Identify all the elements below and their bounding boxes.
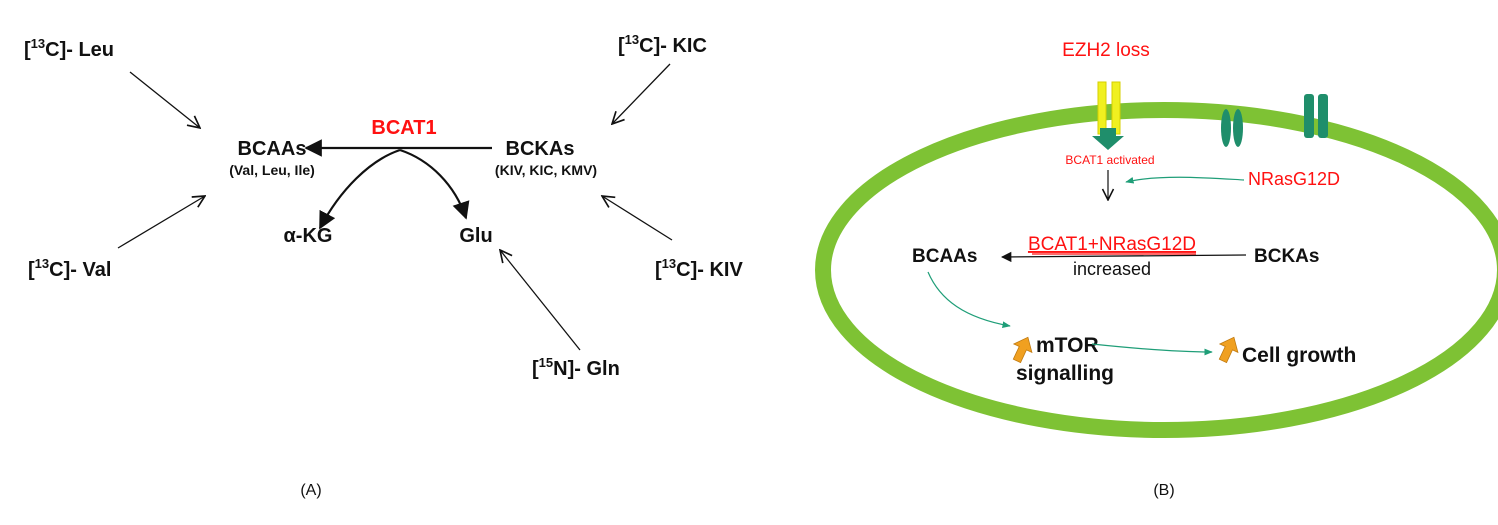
ezh2-loss-label: EZH2 loss — [1062, 40, 1150, 61]
arrow-leu — [129, 71, 200, 128]
metabolite-bcaas: BCAAs — [238, 138, 307, 160]
arrow-curve-akg — [319, 148, 401, 230]
combo-label: BCAT1+NRasG12D — [1028, 234, 1196, 255]
arrow-kiv — [602, 196, 673, 241]
metabolite-glu: Glu — [459, 225, 492, 247]
tracer-leu-sup: 13 — [31, 36, 45, 51]
nras-label: NRasG12D — [1248, 169, 1340, 189]
b-reaction-arrow — [1000, 251, 1247, 263]
increased-label: increased — [1073, 259, 1151, 279]
ezh2-down-arrow — [1092, 128, 1124, 150]
mtor-to-growth-arrow — [1091, 343, 1213, 356]
tracer-kic: [13C]- KIC — [618, 32, 707, 57]
mtor-label-line1: mTOR — [1036, 334, 1099, 357]
metabolite-bcaas-sub: (Val, Leu, Ile) — [229, 162, 315, 178]
arrow-val — [117, 196, 205, 249]
panel-a-label: (A) — [300, 482, 321, 499]
panel-b: EZH2 loss BCAT1 activated NRasG12D BCAAs… — [815, 40, 1498, 499]
nras-arrow — [1125, 176, 1245, 184]
channel-right — [1304, 94, 1328, 138]
cell-membrane — [815, 102, 1498, 438]
panel-b-label: (B) — [1153, 482, 1174, 499]
mtor-label-line2: signalling — [1016, 362, 1114, 385]
cell-growth-label: Cell growth — [1242, 344, 1356, 367]
metabolite-akg: α-KG — [284, 225, 333, 247]
tracer-val-sup: 13 — [35, 256, 49, 271]
b-bcaas: BCAAs — [912, 246, 977, 267]
metabolite-bckas-sub: (KIV, KIC, KMV) — [495, 162, 597, 178]
channel-left — [1221, 109, 1243, 147]
arrow-kic — [612, 63, 671, 124]
bcaas-to-mtor-arrow — [927, 271, 1011, 328]
arrow-curve-glu — [399, 148, 470, 220]
orange-up-arrow-growth — [1218, 336, 1239, 364]
tracer-kiv: [13C]- KIV — [655, 256, 743, 281]
panel-a: [13C]- Leu [13C]- Val [13C]- KIC [13C]- … — [24, 32, 743, 499]
tracer-leu: [13C]- Leu — [24, 36, 114, 61]
tracer-kic-sup: 13 — [625, 32, 639, 47]
enzyme-bcat1: BCAT1 — [371, 117, 436, 139]
tracer-kiv-sup: 13 — [662, 256, 676, 271]
bcat1-activated-label: BCAT1 activated — [1065, 153, 1154, 167]
tracer-gln-sup: 15 — [539, 355, 553, 370]
metabolite-bckas: BCKAs — [506, 138, 575, 160]
tracer-gln: [15N]- Gln — [532, 355, 620, 380]
b-bckas: BCKAs — [1254, 246, 1319, 267]
arrow-gln — [500, 250, 581, 351]
tracer-val: [13C]- Val — [28, 256, 111, 281]
orange-up-arrow-mtor — [1012, 336, 1033, 364]
